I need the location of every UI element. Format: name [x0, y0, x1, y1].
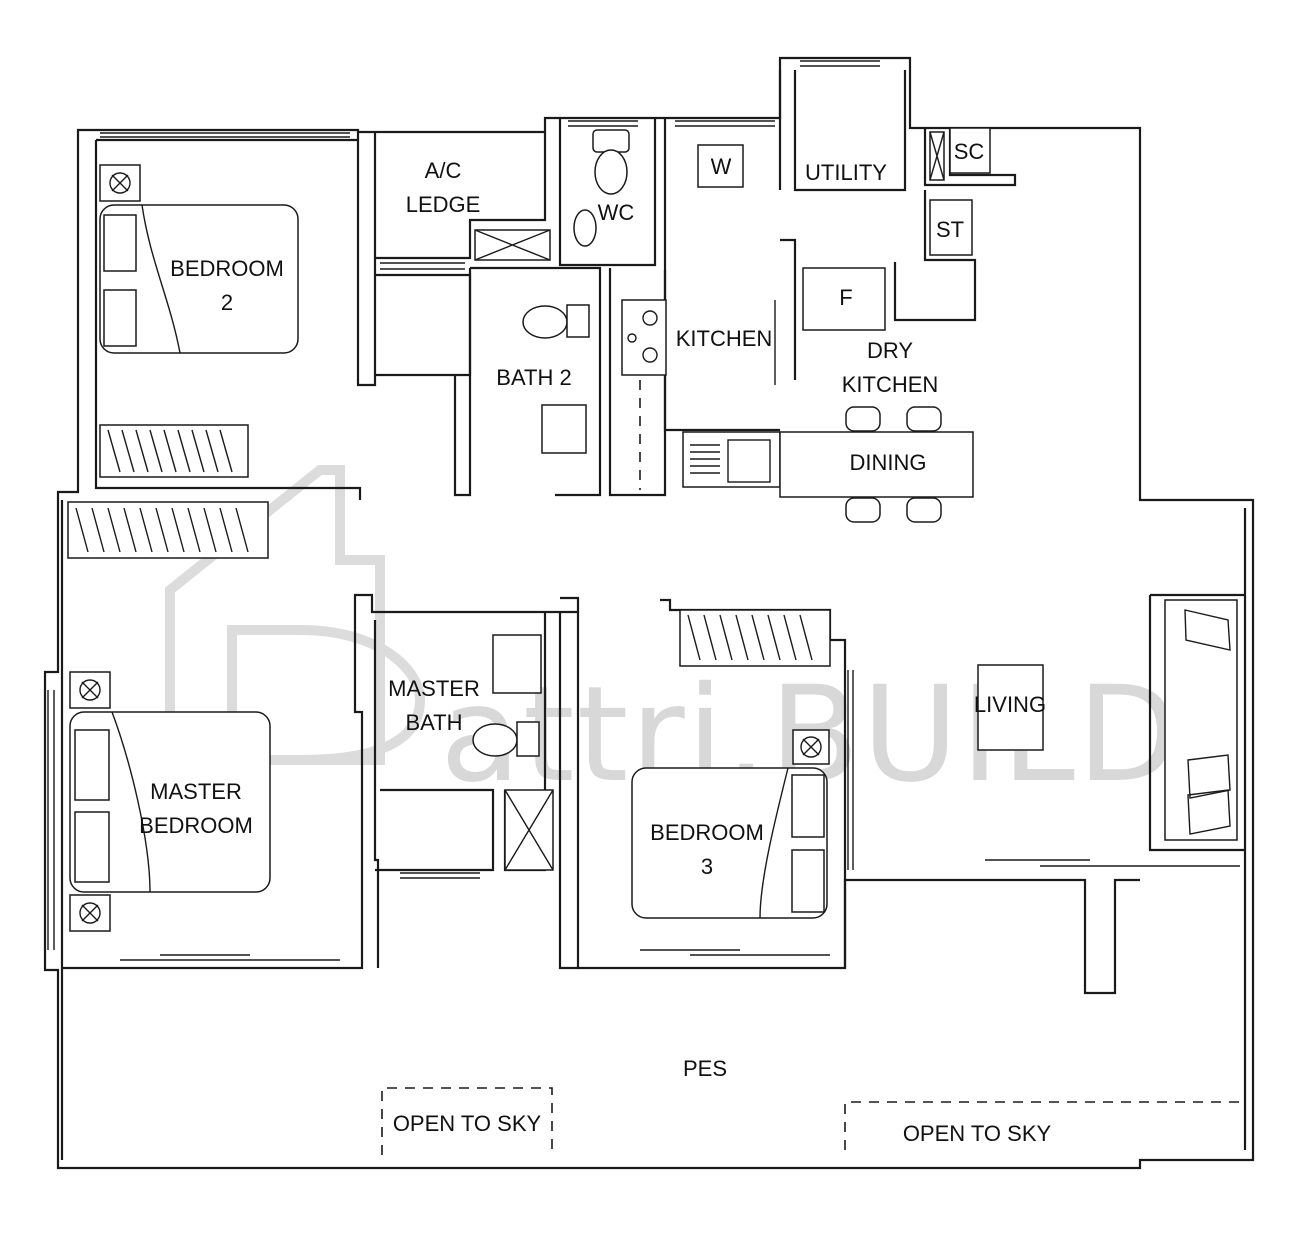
label-bedroom-2-2: 2 — [221, 290, 233, 315]
fixtures — [67, 127, 1245, 1155]
bed-master — [69, 711, 271, 893]
outer-walls — [43, 56, 1255, 1170]
label-ac-ledge-2: LEDGE — [406, 192, 481, 217]
label-ac-ledge-1: A/C — [425, 158, 462, 183]
label-master-bedroom-1: MASTER — [150, 779, 242, 804]
wardrobe-bedroom-2 — [99, 424, 249, 478]
label-master-bedroom-2: BEDROOM — [139, 813, 253, 838]
label-bedroom-3-1: BEDROOM — [650, 820, 764, 845]
fridge — [802, 267, 886, 331]
label-living: LIVING — [974, 692, 1046, 717]
windows — [47, 60, 1240, 961]
coffee-table — [977, 664, 1044, 751]
toilet-bath-2 — [522, 305, 568, 339]
sofa — [1164, 599, 1238, 841]
label-dry-kitchen-1: DRY — [867, 338, 913, 363]
pillow — [74, 729, 110, 801]
open-to-sky-left-area — [381, 1087, 553, 1155]
label-utility: UTILITY — [805, 160, 887, 185]
hob — [621, 299, 667, 376]
ac-unit — [99, 164, 141, 202]
label-pes: PES — [683, 1056, 727, 1081]
label-wc: WC — [598, 200, 635, 225]
label-master-bath-2: BATH — [405, 710, 462, 735]
pillow — [791, 774, 825, 838]
label-bath-2: BATH 2 — [496, 365, 571, 390]
chair — [906, 497, 942, 523]
open-to-sky-right-area — [844, 1101, 1245, 1150]
label-open-to-sky-right: OPEN TO SKY — [903, 1121, 1052, 1146]
label-master-bath-1: MASTER — [388, 676, 480, 701]
chair — [845, 406, 881, 432]
watermark-logo — [165, 465, 426, 765]
chair — [845, 497, 881, 523]
toilet-master-bath — [472, 723, 518, 757]
pillow — [74, 811, 110, 883]
wardrobe-bedroom-3 — [679, 609, 831, 667]
basin-master-bath — [492, 634, 542, 694]
label-bedroom-2-1: BEDROOM — [170, 256, 284, 281]
label-sc: SC — [954, 139, 985, 164]
basin-wc — [573, 209, 597, 247]
washer — [697, 144, 744, 188]
label-st: ST — [936, 217, 964, 242]
toilet-wc — [594, 149, 628, 195]
label-washer: W — [711, 154, 732, 179]
basin-bath-2 — [541, 404, 587, 454]
label-fridge: F — [839, 285, 852, 310]
dining-table — [779, 431, 974, 498]
pillow — [103, 214, 137, 272]
label-kitchen: KITCHEN — [676, 326, 773, 351]
chair — [906, 406, 942, 432]
label-dry-kitchen-2: KITCHEN — [842, 372, 939, 397]
room-labels: A/C LEDGE BEDROOM 2 WC W UTILITY SC ST F… — [139, 139, 1051, 1146]
label-open-to-sky-left: OPEN TO SKY — [393, 1111, 542, 1136]
label-dining: DINING — [850, 450, 927, 475]
wardrobe-master — [67, 501, 269, 559]
label-bedroom-3-2: 3 — [701, 854, 713, 879]
pillow — [791, 849, 825, 913]
pillow — [103, 289, 137, 347]
interior-walls — [62, 70, 1245, 995]
